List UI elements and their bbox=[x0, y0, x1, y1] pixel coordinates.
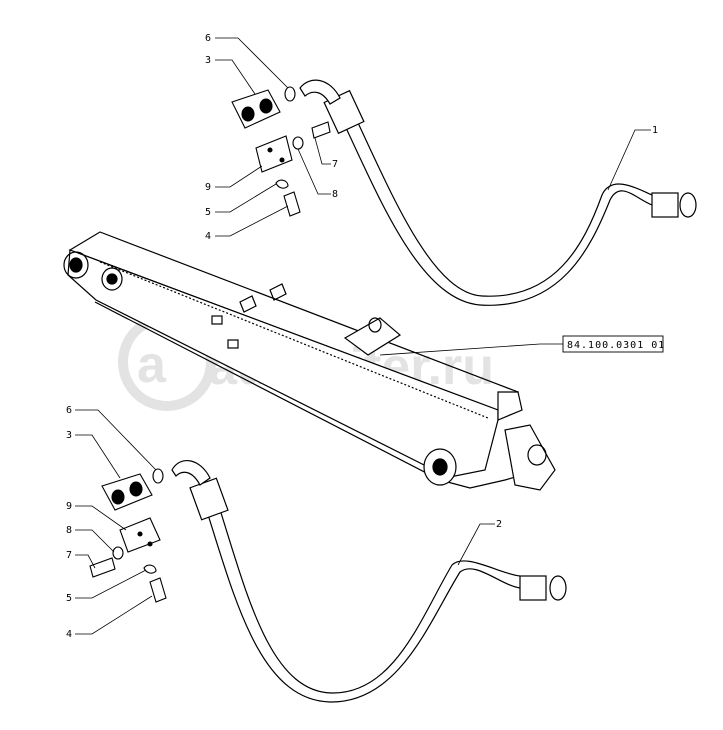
leader-upper-6 bbox=[215, 37, 289, 89]
callout-upper-6: 6 bbox=[205, 33, 211, 44]
callout-upper-5: 5 bbox=[205, 207, 211, 218]
lower-plate-hole-b bbox=[147, 541, 153, 547]
hose-upper-end-fitting bbox=[651, 192, 679, 218]
callout-lower-4: 4 bbox=[66, 629, 72, 640]
upper-bolt-7 bbox=[311, 121, 331, 139]
leader-upper-8 bbox=[297, 148, 331, 195]
callout-lower-9: 9 bbox=[66, 501, 72, 512]
arm-pivot-hole bbox=[69, 257, 83, 273]
upper-fittings bbox=[231, 86, 331, 217]
callout-hose-1: 1 bbox=[652, 125, 658, 136]
arm-link-hole bbox=[432, 458, 448, 476]
lower-fittings bbox=[89, 468, 167, 603]
reference-code: 84.100.0301 01 bbox=[567, 340, 665, 351]
lower-split-flange-3 bbox=[101, 473, 153, 511]
callout-hose-2: 2 bbox=[496, 519, 502, 530]
upper-flange-hole-a bbox=[241, 106, 255, 122]
upper-plate-hole-b bbox=[279, 157, 285, 163]
hose-lower bbox=[171, 460, 567, 703]
leader-lower-4 bbox=[75, 595, 153, 635]
reference-frame bbox=[562, 335, 664, 353]
upper-washer-5 bbox=[275, 179, 289, 189]
arm bbox=[63, 231, 556, 491]
leader-lower-3 bbox=[75, 434, 121, 479]
leader-upper-3 bbox=[215, 59, 256, 95]
lower-bolt-7 bbox=[89, 557, 116, 578]
callout-lower-6: 6 bbox=[66, 405, 72, 416]
hose-lower-ferrule bbox=[189, 477, 229, 521]
arm-cylinder-lug bbox=[343, 317, 402, 356]
hose-lower-end-fitting bbox=[519, 575, 547, 601]
callout-lower-8: 8 bbox=[66, 525, 72, 536]
hose-lower-elbow bbox=[171, 460, 211, 486]
callout-upper-9: 9 bbox=[205, 182, 211, 193]
lower-washer-5 bbox=[143, 564, 157, 574]
arm-end-block bbox=[497, 391, 523, 421]
arm-bucket-pin bbox=[527, 444, 547, 466]
arm-bracket-2 bbox=[227, 339, 239, 349]
upper-clamp-plate-9 bbox=[255, 135, 293, 173]
leader-upper-9 bbox=[215, 165, 263, 188]
upper-washer-8 bbox=[292, 136, 304, 150]
arm-weld-line bbox=[99, 261, 489, 419]
lower-plate-hole-a bbox=[137, 531, 143, 537]
callout-lower-5: 5 bbox=[66, 593, 72, 604]
upper-plate-hole-a bbox=[267, 147, 273, 153]
leader-upper-5 bbox=[215, 183, 277, 213]
leader-upper-7 bbox=[314, 137, 331, 165]
arm-clamp-left bbox=[239, 295, 257, 313]
lower-flange-hole-a bbox=[111, 489, 125, 505]
leader-lower-7 bbox=[75, 554, 96, 569]
hose-lower-end-nut bbox=[549, 575, 567, 601]
arm-clamp-right bbox=[269, 283, 287, 301]
hose-upper bbox=[299, 79, 697, 306]
hose-lower-inner bbox=[216, 499, 521, 694]
leader-hose-2 bbox=[457, 523, 495, 566]
hose-upper-inner bbox=[351, 109, 653, 297]
reference-box: 84.100.0301 01 bbox=[562, 335, 665, 353]
callout-lower-7: 7 bbox=[66, 550, 72, 561]
callout-upper-3: 3 bbox=[205, 55, 211, 66]
leader-lines bbox=[75, 37, 651, 635]
callout-upper-8: 8 bbox=[332, 189, 338, 200]
arm-pivot-boss bbox=[63, 251, 89, 279]
arm-lug-pin bbox=[368, 317, 382, 333]
hose-upper-outer bbox=[339, 114, 653, 306]
leader-lower-6 bbox=[75, 409, 157, 471]
hose-upper-end-nut bbox=[679, 192, 697, 218]
callout-lower-3: 3 bbox=[66, 430, 72, 441]
upper-o-ring-6 bbox=[284, 86, 296, 102]
leader-lower-9 bbox=[75, 505, 127, 531]
leader-lower-5 bbox=[75, 569, 147, 599]
leader-reference bbox=[379, 343, 563, 356]
lower-screw-4 bbox=[149, 577, 167, 603]
arm-bracket-1 bbox=[211, 315, 223, 325]
arm-bush-hole bbox=[106, 273, 118, 285]
callout-upper-4: 4 bbox=[205, 231, 211, 242]
upper-screw-4 bbox=[283, 191, 301, 217]
lower-o-ring-6 bbox=[152, 468, 164, 484]
leader-upper-4 bbox=[215, 205, 289, 237]
upper-flange-hole-b bbox=[259, 98, 273, 114]
leader-hose-1 bbox=[607, 129, 651, 191]
arm-bucket-bracket bbox=[504, 424, 556, 491]
lower-flange-hole-b bbox=[129, 481, 143, 497]
arm-bush bbox=[101, 267, 123, 291]
hose-lower-outer bbox=[204, 504, 521, 703]
watermark-logo: a bbox=[137, 336, 167, 394]
callouts: 6 3 9 5 4 7 8 1 6 3 9 8 7 5 4 2 bbox=[66, 33, 658, 640]
leader-lower-8 bbox=[75, 529, 115, 553]
lower-washer-8 bbox=[112, 546, 124, 560]
hose-upper-elbow bbox=[299, 79, 341, 105]
callout-upper-7: 7 bbox=[332, 159, 338, 170]
upper-split-flange-3 bbox=[231, 89, 281, 129]
